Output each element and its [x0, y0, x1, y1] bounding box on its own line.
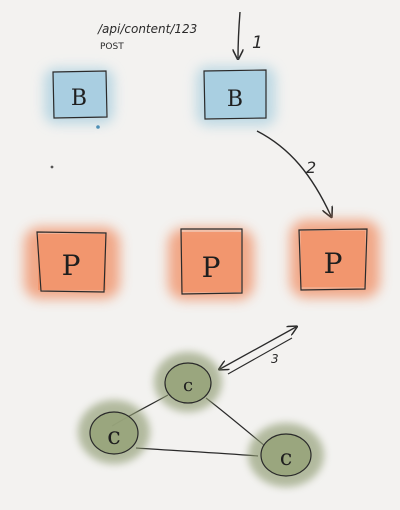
balancer-left-letter: B: [71, 86, 87, 111]
cluster-node-right: c: [248, 423, 324, 487]
step-two-arrow: [256, 130, 331, 216]
step-two-label: 2: [306, 158, 316, 177]
cluster-top-letter: c: [183, 375, 193, 396]
balancer-node-right: B: [196, 66, 276, 126]
step-three-arrow-upper: [220, 327, 296, 369]
step-three-label: 3: [271, 352, 279, 366]
processor-node-right: P: [290, 220, 380, 298]
balancer-right-letter: B: [227, 87, 243, 112]
request-method-label: POST: [100, 42, 124, 52]
step-one-arrow: [238, 11, 240, 58]
balancer-node-left: B: [44, 68, 114, 129]
cluster-node-top: c: [154, 352, 222, 412]
request-path-label: /api/content/123: [97, 22, 197, 36]
processor-middle-letter: P: [202, 251, 221, 284]
link-left-right: [135, 447, 259, 457]
processor-node-middle: P: [168, 228, 254, 300]
processor-right-letter: P: [324, 247, 343, 280]
step-one-label: 1: [252, 33, 263, 53]
processor-node-left: P: [24, 227, 120, 299]
processor-left-letter: P: [62, 249, 81, 282]
cluster-right-letter: c: [280, 446, 292, 471]
step-three-arrow-lower: [227, 337, 293, 375]
cluster-node-left: c: [78, 400, 150, 464]
cluster-left-letter: c: [107, 422, 120, 450]
